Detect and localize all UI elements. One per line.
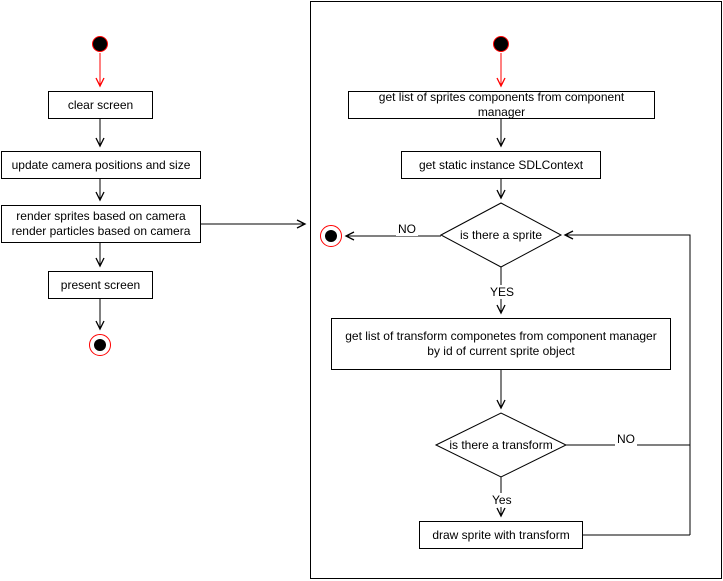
activity-render-line2: render particles based on camera [11,224,191,238]
decision-is-there-a-sprite-label: is there a sprite [459,227,543,242]
activity-clear-screen-label: clear screen [67,97,134,112]
edge-label-no-sprite: NO [396,222,418,236]
activity-present-screen: present screen [48,271,153,299]
activity-draw-sprite: draw sprite with transform [419,521,583,549]
left-start-node [92,36,108,52]
left-end-node [89,334,111,356]
decision-is-there-a-transform-label: is there a transform [449,437,553,452]
right-end-node [320,225,342,247]
edge-label-yes-transform: Yes [490,493,514,507]
right-end-node-core [325,230,337,242]
edge-label-yes-sprite: YES [488,285,517,299]
activity-get-sdlcontext-label: get static instance SDLContext [418,157,584,172]
activity-clear-screen: clear screen [48,91,153,119]
activity-draw-sprite-label: draw sprite with transform [432,527,570,542]
activity-update-camera-label: update camera positions and size [11,157,191,172]
activity-get-sprites-label: get list of sprites components from comp… [378,90,625,119]
activity-get-sprites: get list of sprites components from comp… [348,90,655,119]
activity-render: render sprites based on camera render pa… [1,205,201,243]
activity-present-screen-label: present screen [60,277,141,292]
activity-render-line1: render sprites based on camera [16,209,186,223]
subprocess-frame [310,1,722,579]
left-end-node-core [94,339,106,351]
activity-get-transforms-label: get list of transform componetes from co… [345,329,657,358]
right-start-node [493,36,509,52]
decision-is-there-a-transform: is there a transform [436,413,566,477]
edge-label-no-transform: NO [615,432,637,446]
activity-get-sdlcontext: get static instance SDLContext [401,151,601,179]
activity-get-transforms: get list of transform componetes from co… [331,318,671,370]
decision-is-there-a-sprite: is there a sprite [441,203,561,267]
activity-update-camera: update camera positions and size [1,151,201,179]
